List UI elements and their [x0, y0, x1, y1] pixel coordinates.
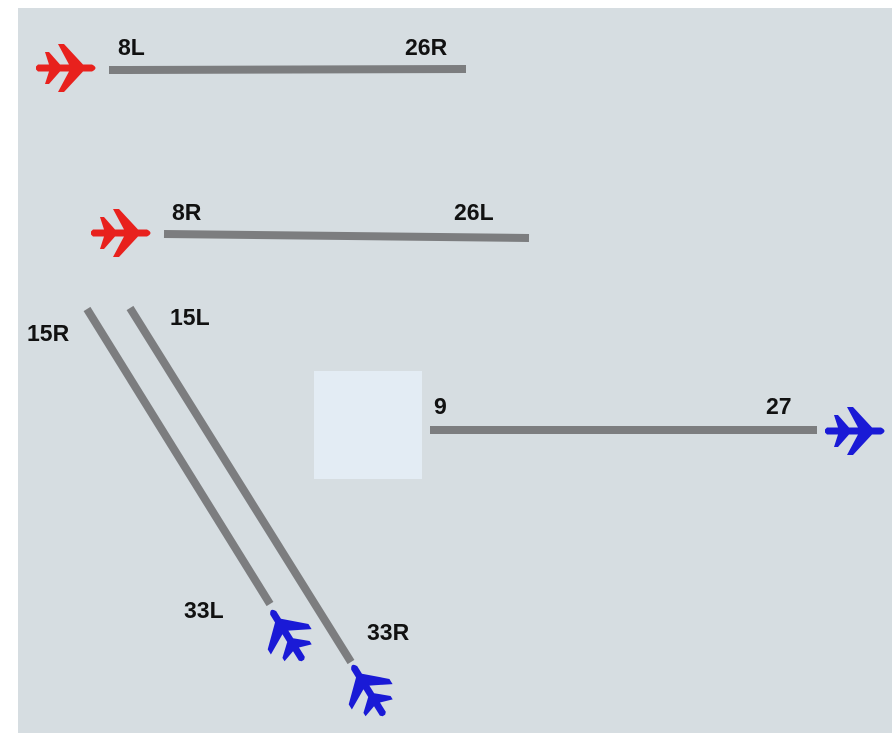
diagram-background: [18, 8, 892, 733]
runway-label-9: 9: [434, 393, 447, 419]
runway-label-26R: 26R: [405, 34, 448, 60]
runway-label-33R: 33R: [367, 619, 410, 645]
runway-label-26L: 26L: [454, 199, 494, 225]
runways: [83, 65, 817, 665]
runway-label-33L: 33L: [184, 597, 224, 623]
runway-label-27: 27: [766, 393, 792, 419]
runway-15R-33L: [83, 306, 274, 607]
runway-8R-26L: [163, 230, 530, 242]
runway-label-8L: 8L: [118, 34, 145, 60]
runway-label-8R: 8R: [172, 199, 202, 225]
runway-label-15R: 15R: [27, 320, 70, 346]
runway-8L-26R: [108, 65, 467, 74]
runway-label-15L: 15L: [170, 304, 210, 330]
runway-labels: 8L 26R 8R 26L 15R 33L 15L 33R 9 27: [27, 34, 792, 645]
blank-box: [314, 371, 422, 479]
runway-15L-33R: [126, 305, 355, 665]
